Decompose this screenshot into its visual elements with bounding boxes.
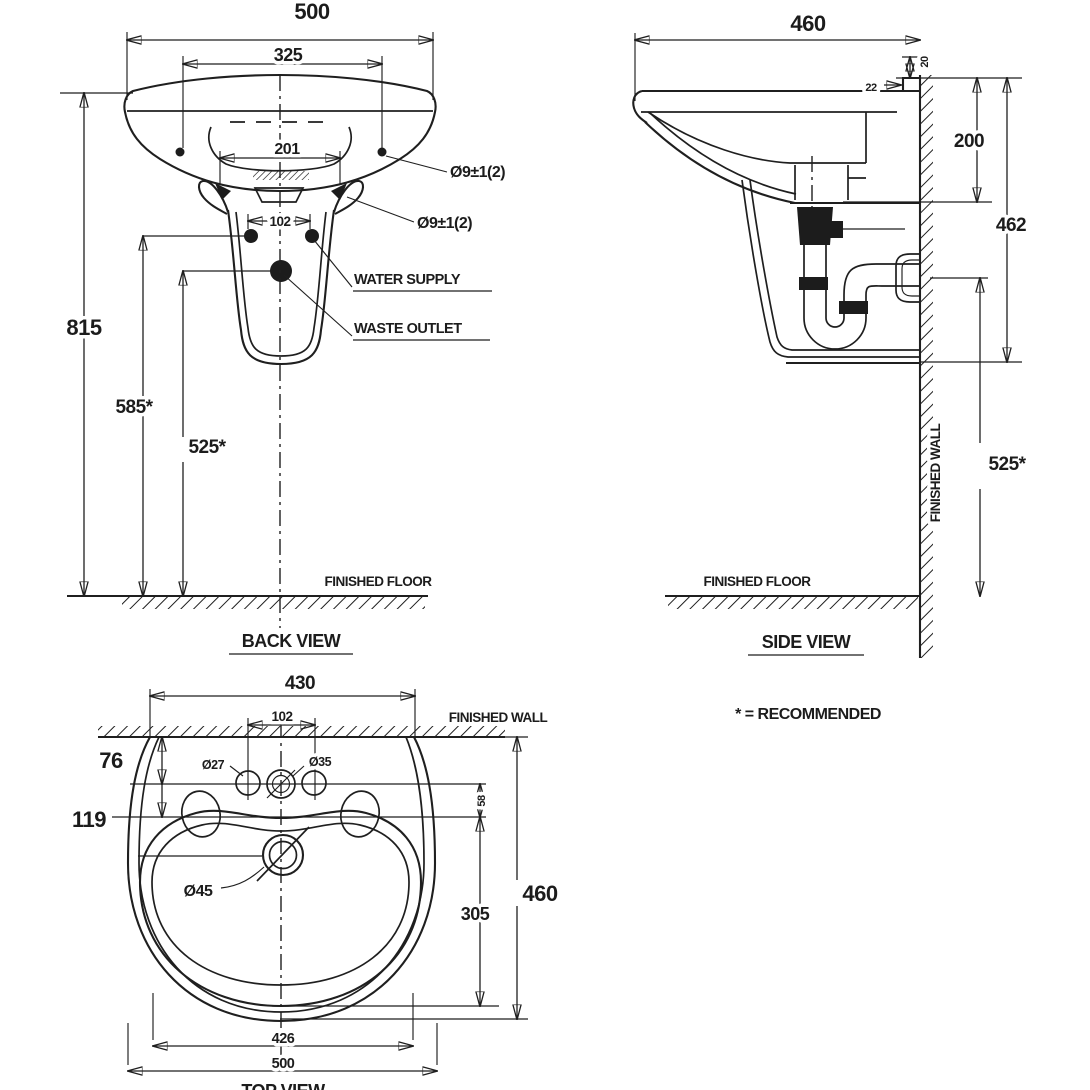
back-view: 500 325 201 102 815 585* 525* Ø9±1(2) Ø9… bbox=[60, 0, 509, 655]
dim-102-top: 102 bbox=[271, 709, 292, 724]
dim-430: 430 bbox=[285, 673, 315, 694]
side-view: 460 20 22 200 462 525* FINISHED WALL FIN… bbox=[632, 8, 1031, 658]
top-view: 430 102 FINISHED WALL 76 119 Ø27 Ø35 58 … bbox=[69, 670, 562, 1090]
dim-426: 426 bbox=[272, 1031, 295, 1047]
back-view-pedestal bbox=[197, 171, 365, 366]
dim-325: 325 bbox=[274, 45, 303, 65]
top-view-title: TOP VIEW bbox=[241, 1081, 325, 1090]
back-view-dimensions bbox=[60, 32, 492, 596]
label-finished-wall-top: FINISHED WALL bbox=[449, 710, 548, 725]
dim-hole-27: Ø27 bbox=[202, 758, 225, 772]
label-water-supply: WATER SUPPLY bbox=[354, 272, 461, 288]
top-view-wall bbox=[98, 726, 505, 739]
side-view-dimensions bbox=[635, 33, 1022, 596]
water-supply-hole-right bbox=[305, 229, 319, 243]
back-view-floor bbox=[67, 594, 428, 609]
dim-201: 201 bbox=[274, 141, 300, 158]
p-trap bbox=[797, 207, 920, 350]
side-view-floor bbox=[665, 594, 920, 609]
dim-102: 102 bbox=[269, 214, 290, 229]
dim-525-back: 525* bbox=[188, 437, 226, 458]
dim-460-top: 460 bbox=[522, 881, 557, 906]
dim-22: 22 bbox=[865, 82, 877, 94]
top-view-holes bbox=[138, 769, 327, 882]
footnote-recommended: * = RECOMMENDED bbox=[735, 706, 881, 723]
dim-305: 305 bbox=[461, 904, 490, 924]
wall-flange bbox=[895, 253, 920, 303]
dim-hole-35: Ø35 bbox=[309, 755, 332, 769]
soap-recess-left bbox=[180, 790, 222, 838]
side-view-pedestal bbox=[741, 179, 920, 365]
soap-recess-right bbox=[339, 790, 381, 838]
faucet-hole-right bbox=[301, 770, 327, 796]
side-view-basin bbox=[632, 76, 920, 208]
label-finished-floor-side: FINISHED FLOOR bbox=[704, 574, 812, 589]
dim-460-side: 460 bbox=[790, 11, 825, 36]
side-view-wall bbox=[918, 75, 933, 658]
label-finished-wall-side: FINISHED WALL bbox=[928, 424, 943, 523]
note-hole-top: Ø9±1(2) bbox=[450, 164, 505, 181]
dim-76: 76 bbox=[99, 748, 123, 773]
top-view-dimensions bbox=[112, 689, 528, 1071]
side-view-title: SIDE VIEW bbox=[762, 632, 851, 652]
dim-815: 815 bbox=[66, 315, 101, 340]
dim-500: 500 bbox=[294, 0, 329, 24]
dim-462: 462 bbox=[996, 215, 1026, 236]
dim-119: 119 bbox=[72, 807, 106, 832]
dim-525-side: 525* bbox=[988, 454, 1026, 475]
water-supply-hole-left bbox=[244, 229, 258, 243]
dim-200: 200 bbox=[954, 131, 984, 152]
drain-hole bbox=[261, 833, 305, 877]
dim-585: 585* bbox=[115, 397, 153, 418]
dim-drain-45: Ø45 bbox=[184, 883, 213, 900]
back-view-title: BACK VIEW bbox=[242, 631, 341, 651]
note-hole-pedestal: Ø9±1(2) bbox=[417, 215, 472, 232]
dim-58: 58 bbox=[476, 795, 488, 807]
dim-500-bottom: 500 bbox=[272, 1056, 295, 1072]
dim-20: 20 bbox=[919, 56, 931, 68]
label-finished-floor-back: FINISHED FLOOR bbox=[325, 574, 433, 589]
label-waste-outlet: WASTE OUTLET bbox=[354, 321, 462, 337]
